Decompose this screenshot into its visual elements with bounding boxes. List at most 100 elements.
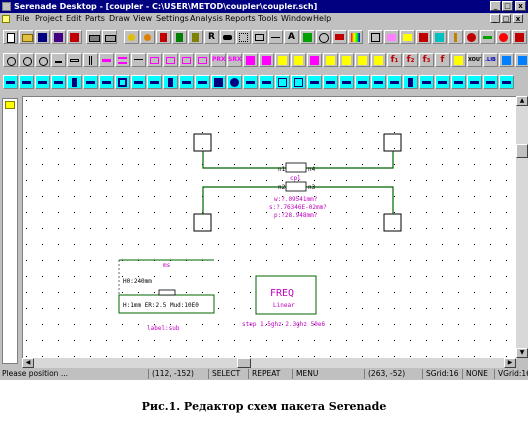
current-probe-icon[interactable] — [19, 53, 34, 67]
tee-network-icon[interactable] — [163, 53, 178, 67]
layout-tool-28-icon[interactable] — [435, 75, 450, 89]
optimize-icon[interactable] — [416, 30, 431, 44]
binoculars-icon[interactable] — [220, 30, 235, 44]
project-tree[interactable] — [2, 98, 18, 364]
layout-tool-9-icon[interactable] — [131, 75, 146, 89]
menu-help[interactable]: Help — [313, 14, 332, 23]
grid-icon[interactable] — [236, 30, 251, 44]
resistor-symbol-icon[interactable] — [67, 53, 82, 67]
help-icon[interactable] — [496, 30, 511, 44]
vertical-scroll-thumb[interactable] — [516, 144, 528, 158]
inductor-symbol-icon[interactable] — [131, 53, 146, 67]
measure-icon[interactable] — [480, 30, 495, 44]
layout-tool-3-icon[interactable] — [35, 75, 50, 89]
block9-icon[interactable] — [371, 53, 386, 67]
substrate-block[interactable] — [118, 259, 215, 314]
layout-tool-7-icon[interactable] — [99, 75, 114, 89]
ground-symbol-icon[interactable] — [51, 53, 66, 67]
layout-tool-6-icon[interactable] — [83, 75, 98, 89]
scroll-down-icon[interactable]: ▼ — [516, 348, 528, 358]
f3-button[interactable]: f₃ — [419, 53, 434, 67]
stub-icon[interactable] — [195, 53, 210, 67]
block8-icon[interactable] — [355, 53, 370, 67]
layout-tool-8-icon[interactable] — [115, 75, 130, 89]
f1-button[interactable]: f₁ — [387, 53, 402, 67]
lib-button[interactable]: .LIB — [483, 53, 498, 67]
tline-icon[interactable] — [99, 53, 114, 67]
menu-settings[interactable]: Settings — [156, 14, 189, 23]
layout-tool-20-icon[interactable] — [307, 75, 322, 89]
undo-icon[interactable] — [124, 30, 139, 44]
cut-icon[interactable] — [156, 30, 171, 44]
menu-parts[interactable]: Parts — [85, 14, 105, 23]
layout-tool-25-icon[interactable] — [387, 75, 402, 89]
minimize-button[interactable]: _ — [490, 1, 501, 11]
graph-icon[interactable] — [384, 30, 399, 44]
pi-network-icon[interactable] — [147, 53, 162, 67]
menu-edit[interactable]: Edit — [66, 14, 82, 23]
layout-tool-5-icon[interactable] — [67, 75, 82, 89]
block2-icon[interactable] — [259, 53, 274, 67]
block3-icon[interactable] — [275, 53, 290, 67]
pencil-icon[interactable] — [448, 30, 463, 44]
port-icon[interactable] — [300, 30, 315, 44]
lc-network-icon[interactable] — [179, 53, 194, 67]
layout-tool-11-icon[interactable] — [163, 75, 178, 89]
srx-button[interactable]: SRX — [227, 53, 242, 67]
layout-tool-22-icon[interactable] — [339, 75, 354, 89]
text-a-button[interactable]: A — [284, 30, 299, 44]
layout-tool-24-icon[interactable] — [371, 75, 386, 89]
layout-tool-15-icon[interactable] — [227, 75, 242, 89]
prx-button[interactable]: PRX — [211, 53, 226, 67]
horizontal-scrollbar[interactable]: ◀ ▶ — [22, 358, 516, 368]
maximize-button[interactable]: □ — [502, 1, 513, 11]
layout-tool-23-icon[interactable] — [355, 75, 370, 89]
block4-icon[interactable] — [291, 53, 306, 67]
dc-source-icon[interactable] — [35, 53, 50, 67]
horizontal-scroll-thumb[interactable] — [237, 358, 251, 368]
block6-icon[interactable] — [323, 53, 338, 67]
paste-icon[interactable] — [188, 30, 203, 44]
layout-tool-19-icon[interactable] — [291, 75, 306, 89]
copy-icon[interactable] — [172, 30, 187, 44]
open-folder-icon[interactable] — [19, 30, 34, 44]
menu-window[interactable]: Window — [281, 14, 313, 23]
source-icon[interactable] — [451, 53, 466, 67]
coupled-line-component[interactable] — [285, 162, 307, 192]
print-icon[interactable] — [86, 30, 101, 44]
layout-tool-27-icon[interactable] — [419, 75, 434, 89]
block7-icon[interactable] — [339, 53, 354, 67]
redo-icon[interactable] — [140, 30, 155, 44]
menu-analysis[interactable]: Analysis — [190, 14, 223, 23]
scroll-up-icon[interactable]: ▲ — [516, 96, 528, 106]
layout-tool-32-icon[interactable] — [499, 75, 514, 89]
coupled-line-icon[interactable] — [115, 53, 130, 67]
arc-icon[interactable] — [316, 30, 331, 44]
layout-tool-1-icon[interactable] — [3, 75, 18, 89]
doc-close-button[interactable]: x — [513, 14, 523, 23]
layout-tool-31-icon[interactable] — [483, 75, 498, 89]
probe-icon[interactable] — [3, 53, 18, 67]
doc-maximize-button[interactable]: □ — [501, 14, 511, 23]
xout-button[interactable]: XOUT — [467, 53, 482, 67]
block5-icon[interactable] — [307, 53, 322, 67]
layout-tool-18-icon[interactable] — [275, 75, 290, 89]
layout-tool-10-icon[interactable] — [147, 75, 162, 89]
schematic-canvas[interactable]: cpl n1 n4 n2 n3 w:?.09541mm? s:?.76346E-… — [22, 96, 517, 359]
capacitor-symbol-icon[interactable] — [83, 53, 98, 67]
layout-tool-4-icon[interactable] — [51, 75, 66, 89]
print-preview-icon[interactable] — [102, 30, 117, 44]
mark-icon[interactable] — [499, 53, 514, 67]
close-button[interactable]: x — [515, 1, 526, 11]
resistor-r-button[interactable]: R — [204, 30, 219, 44]
layout-tool-21-icon[interactable] — [323, 75, 338, 89]
layout-tool-2-icon[interactable] — [19, 75, 34, 89]
freq-block[interactable] — [255, 275, 317, 315]
close-doc-icon[interactable] — [67, 30, 82, 44]
layout-tool-16-icon[interactable] — [243, 75, 258, 89]
document-icon[interactable] — [2, 15, 10, 23]
folder-icon[interactable] — [5, 101, 15, 109]
tune-icon[interactable] — [432, 30, 447, 44]
menu-draw[interactable]: Draw — [109, 14, 130, 23]
f2-button[interactable]: f₂ — [403, 53, 418, 67]
